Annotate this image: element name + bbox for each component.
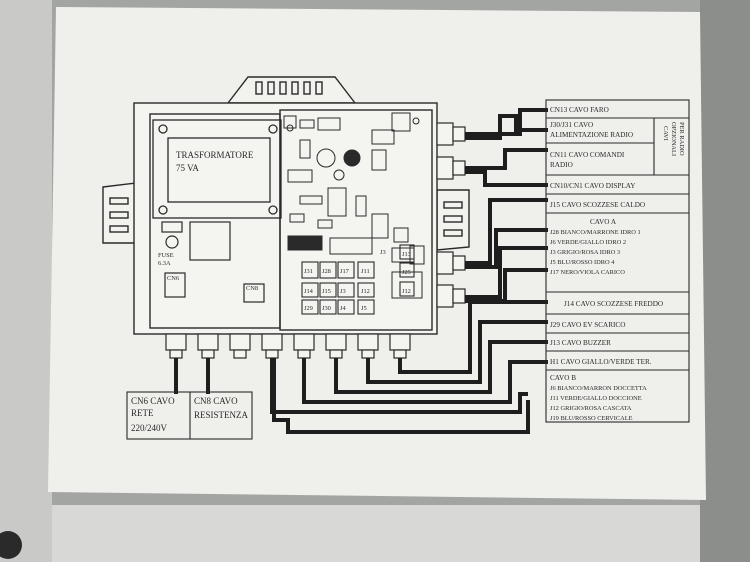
cn8-label-2: RESISTENZA [194, 410, 249, 420]
small-component [161, 221, 183, 233]
left-bracket-slot [109, 225, 129, 233]
chip-label: J15 [322, 288, 331, 295]
pcb-components [283, 112, 425, 299]
cn6-label-2: RETE [131, 408, 154, 418]
tray-right [700, 0, 750, 562]
svg-text:OPZIONALI: OPZIONALI [670, 122, 677, 156]
cavo-b-item: J6 BIANCO/MARRON DOCCETTA [550, 385, 647, 392]
right-bracket-slot [443, 215, 463, 223]
chip-label: J28 [322, 268, 331, 275]
chip-label: J11 [361, 268, 370, 275]
cavo-b-item: J11 VERDE/GIALLO DOCCIONE [550, 395, 642, 402]
label-j30-2: ALIMENTAZIONE RADIO [550, 131, 633, 139]
cavo-b-item: J19 BLU/ROSSO CERVICALE [550, 415, 633, 422]
fuse-rating: 6.3A [158, 260, 171, 267]
fuse-holder [165, 235, 179, 249]
cn6-label-1: CN6 CAVO [131, 396, 175, 406]
chip-label: J4 [340, 305, 346, 312]
bottom-label-table [126, 391, 253, 440]
cavo-a-item: J5 BLU/ROSSO IDRO 4 [550, 259, 615, 266]
chip-label: J30 [322, 305, 331, 312]
cavo-b-item: J12 GRIGIO/ROSA CASCATA [550, 405, 632, 412]
left-bracket-slot [109, 197, 129, 205]
cn8-connector-box [243, 283, 265, 303]
label-j29: J29 CAVO EV SCARICO [550, 321, 625, 329]
transformer [152, 119, 282, 219]
cavo-b-title: CAVO B [550, 374, 576, 382]
chip-labels: J11 J14 J15 J13 J12 J29 J30 J5 J4 J31 J2… [304, 249, 411, 312]
right-bracket-slot [443, 229, 463, 237]
cavo-a-title: CAVO A [590, 218, 617, 226]
bracket-slot [267, 81, 275, 95]
label-j13: J13 CAVO BUZZER [550, 339, 611, 347]
label-cn11-2: RADIO [550, 161, 573, 169]
cn6-connector-box [164, 272, 186, 298]
svg-text:CAVI: CAVI [662, 126, 669, 141]
left-bracket [102, 182, 137, 244]
wires [174, 108, 548, 434]
cn8-label-1: CN8 CAVO [194, 396, 238, 406]
relay-block [189, 221, 231, 261]
label-j14: J14 CAVO SCOZZESE FREDDO [564, 300, 663, 308]
chip-label: J25 [402, 269, 411, 276]
right-bracket-slot [443, 201, 463, 209]
transformer-label-1: TRASFORMATORE [176, 150, 254, 160]
chip-label: J29 [304, 305, 313, 312]
tray-bottom [0, 505, 750, 562]
cavo-a-item: J17 NERO/VIOLA CARICO [550, 269, 625, 276]
label-cn10: CN10/CN1 CAVO DISPLAY [550, 182, 636, 190]
cavo-a-item: J6 VERDE/GIALLO IDRO 2 [550, 239, 626, 246]
chip-label: J12 [402, 288, 411, 295]
svg-text:PER RADIO: PER RADIO [678, 122, 685, 156]
cn8-board-label: CN8 [246, 285, 258, 292]
bracket-slot [279, 81, 287, 95]
pcb-area [279, 109, 433, 331]
cavo-a-item: J3 GRIGIO/ROSA IDRO 3 [550, 249, 620, 256]
cn6-label-3: 220/240V [131, 423, 168, 433]
label-j30-1: J30/J31 CAVO [550, 121, 593, 129]
bracket-slot [291, 81, 299, 95]
bottom-connectors [165, 333, 411, 359]
bracket-slot [303, 81, 311, 95]
chip-label: J12 [361, 288, 370, 295]
chip-label: J14 [304, 288, 314, 295]
chip-label: J31 [304, 268, 313, 275]
chip-label: J13 [402, 251, 411, 258]
relay-row [301, 244, 415, 315]
left-bracket-slot [109, 211, 129, 219]
tray-hole [0, 531, 22, 559]
chip-label: J3 [340, 288, 346, 295]
bracket-slot [315, 81, 323, 95]
tray-left [0, 0, 52, 562]
cn6-board-label: CN6 [167, 275, 179, 282]
label-h1: H1 CAVO GIALLO/VERDE TER. [550, 358, 652, 366]
bracket-slot [255, 81, 263, 95]
label-cn11-1: CN11 CAVO COMANDI [550, 151, 625, 159]
right-label-table [545, 99, 690, 423]
optional-cables-label: CAVI OPZIONALI PER RADIO [662, 122, 685, 156]
label-cn13: CN13 CAVO FARO [550, 106, 609, 114]
chip-label: J5 [361, 305, 367, 312]
chip-label: J17 [340, 268, 350, 275]
right-bracket [436, 189, 470, 251]
cavo-a-item: J28 BIANCO/MARRONE IDRO 1 [550, 229, 641, 236]
label-j15: J15 CAVO SCOZZESE CALDO [550, 201, 645, 209]
chip-label: J3 [380, 249, 386, 256]
fuse-label: FUSE [158, 252, 174, 259]
transformer-label-2: 75 VA [176, 163, 199, 173]
